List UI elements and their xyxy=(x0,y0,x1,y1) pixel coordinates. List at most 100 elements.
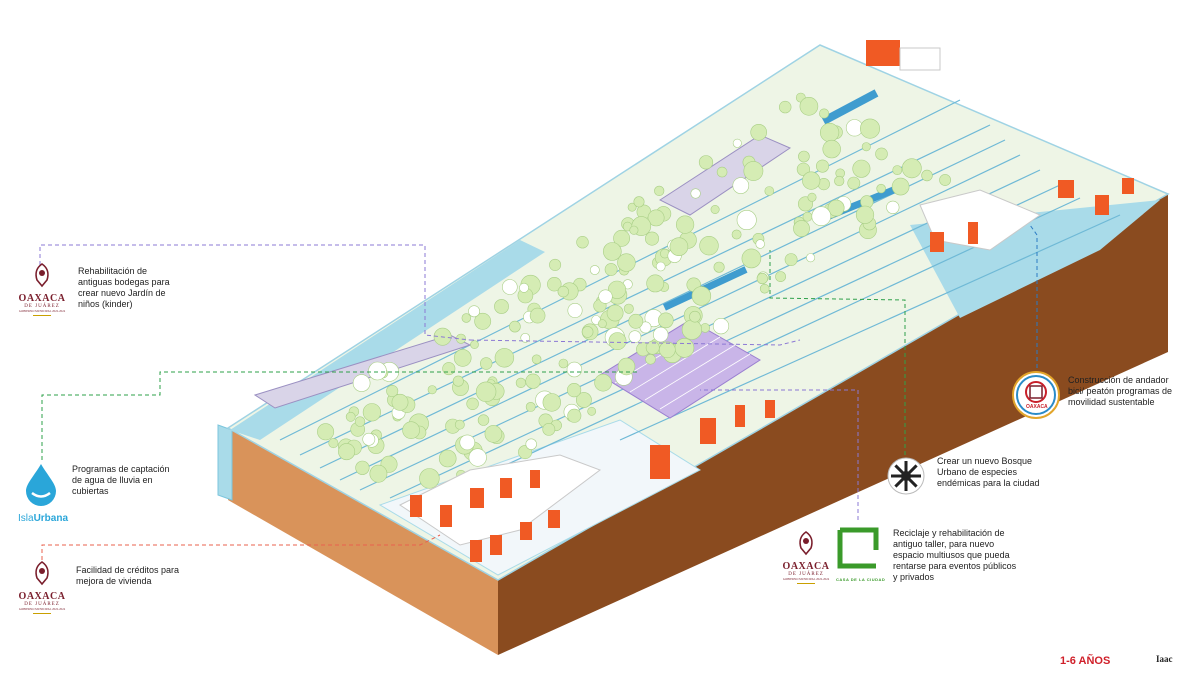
tree-canopy xyxy=(799,97,819,116)
tree-canopy xyxy=(698,155,714,170)
tree-canopy xyxy=(861,142,871,152)
tree-canopy xyxy=(386,384,399,397)
logo-rule xyxy=(33,315,51,316)
train xyxy=(821,89,879,125)
tree-canopy xyxy=(468,448,487,467)
tree-canopy xyxy=(607,280,627,299)
leader-line-workshop xyxy=(700,389,859,520)
logo-word: OAXACA xyxy=(782,561,830,572)
tree-canopy xyxy=(743,161,764,181)
tree-canopy xyxy=(806,253,816,263)
tree-canopy xyxy=(369,464,388,483)
tree-canopy xyxy=(558,358,569,369)
tree-canopy xyxy=(755,239,765,249)
tree-canopy xyxy=(549,258,562,271)
tree-canopy xyxy=(459,434,476,451)
tree-canopy xyxy=(736,210,757,231)
oaxaca-emblem-icon xyxy=(799,531,813,556)
tree-canopy xyxy=(815,159,829,173)
logo-rule xyxy=(797,583,815,584)
tree-canopy xyxy=(875,147,888,161)
tree-canopy xyxy=(819,122,840,143)
callout-rain: Programas de captación de agua de lluvia… xyxy=(72,464,170,496)
tree-canopy xyxy=(712,318,730,335)
tree-canopy xyxy=(756,272,768,285)
tree-canopy xyxy=(811,206,832,226)
oaxaca-state-seal-icon xyxy=(1012,371,1060,419)
tree-canopy xyxy=(691,286,712,306)
logo-sub: DE JUÁREZ xyxy=(24,304,60,309)
logo-small: GOBIERNO MUNICIPAL 2022-2024 xyxy=(782,577,830,581)
tree-canopy xyxy=(629,225,639,235)
logo-sub: DE JUÁREZ xyxy=(24,602,60,607)
tree-canopy xyxy=(362,403,382,422)
tree-canopy xyxy=(525,401,536,412)
tree-canopy xyxy=(798,150,810,163)
oaxaca-juarez-logo: OAXACA DE JUÁREZ GOBIERNO MUNICIPAL 2022… xyxy=(18,560,66,614)
tree-canopy xyxy=(438,449,457,468)
callout-bike: Construcción de andador bici/ peatón pro… xyxy=(1068,375,1173,407)
leader-line-rain xyxy=(41,371,640,460)
tree-canopy xyxy=(802,171,821,190)
tree-canopy xyxy=(613,229,631,247)
tree-canopy xyxy=(475,381,497,402)
tree-canopy xyxy=(531,354,542,365)
tree-canopy xyxy=(470,340,479,349)
oaxaca-emblem-icon xyxy=(35,561,49,586)
tree-canopy xyxy=(675,215,695,234)
tree-canopy xyxy=(646,274,665,293)
tree-canopy xyxy=(466,397,479,410)
tree-canopy xyxy=(567,302,583,318)
tree-canopy xyxy=(452,375,464,387)
tree-canopy xyxy=(608,332,627,351)
oaxaca-juarez-logo: OAXACA DE JUÁREZ GOBIERNO MUNICIPAL 2022… xyxy=(18,262,66,316)
tree-canopy xyxy=(317,423,335,441)
tree-canopy xyxy=(566,383,582,398)
tree-canopy xyxy=(576,236,589,249)
oaxaca-juarez-logo: OAXACA DE JUÁREZ GOBIERNO MUNICIPAL 2022… xyxy=(782,530,830,584)
tree-canopy xyxy=(807,192,817,202)
casa-de-la-ciudad-label: CASA DE LA CIUDAD xyxy=(836,577,886,582)
tree-canopy xyxy=(345,411,356,422)
block-edge-water xyxy=(217,424,233,501)
tree-canopy xyxy=(587,406,597,416)
callout-credit: Facilidad de créditos para mejora de viv… xyxy=(76,565,180,586)
tree-canopy xyxy=(793,220,810,237)
tree-canopy xyxy=(822,139,841,159)
tree-canopy xyxy=(515,377,527,389)
tree-canopy xyxy=(566,361,583,378)
tree-canopy xyxy=(484,425,503,443)
tree-canopy xyxy=(654,185,665,196)
tree-canopy xyxy=(474,312,492,330)
tree-canopy xyxy=(710,205,720,215)
tree-canopy xyxy=(519,282,529,293)
tree-canopy xyxy=(494,299,509,314)
soil-side-face xyxy=(498,194,1168,655)
tree-canopy xyxy=(454,419,465,430)
tree-canopy xyxy=(617,357,636,376)
tree-canopy xyxy=(658,341,676,359)
tree-canopy xyxy=(921,169,933,182)
tree-canopy xyxy=(362,432,376,446)
tree-canopy xyxy=(529,307,546,324)
tree-canopy xyxy=(354,416,366,427)
tree-canopy xyxy=(892,165,903,175)
tree-canopy xyxy=(891,177,910,196)
tree-canopy xyxy=(355,460,370,475)
urban-forest xyxy=(317,92,951,516)
tree-canopy xyxy=(855,205,875,224)
tree-canopy xyxy=(732,138,742,148)
tree-canopy xyxy=(645,353,656,365)
tree-canopy xyxy=(477,414,490,426)
tree-canopy xyxy=(557,285,569,298)
tree-canopy xyxy=(689,310,701,323)
logo-word: OAXACA xyxy=(18,293,66,304)
tree-canopy xyxy=(827,199,845,217)
tree-canopy xyxy=(427,385,437,395)
tree-canopy xyxy=(901,158,922,179)
tree-canopy xyxy=(834,175,845,187)
tree-canopy xyxy=(674,338,695,358)
oaxaca-emblem-icon xyxy=(35,263,49,288)
tree-canopy xyxy=(732,177,750,194)
